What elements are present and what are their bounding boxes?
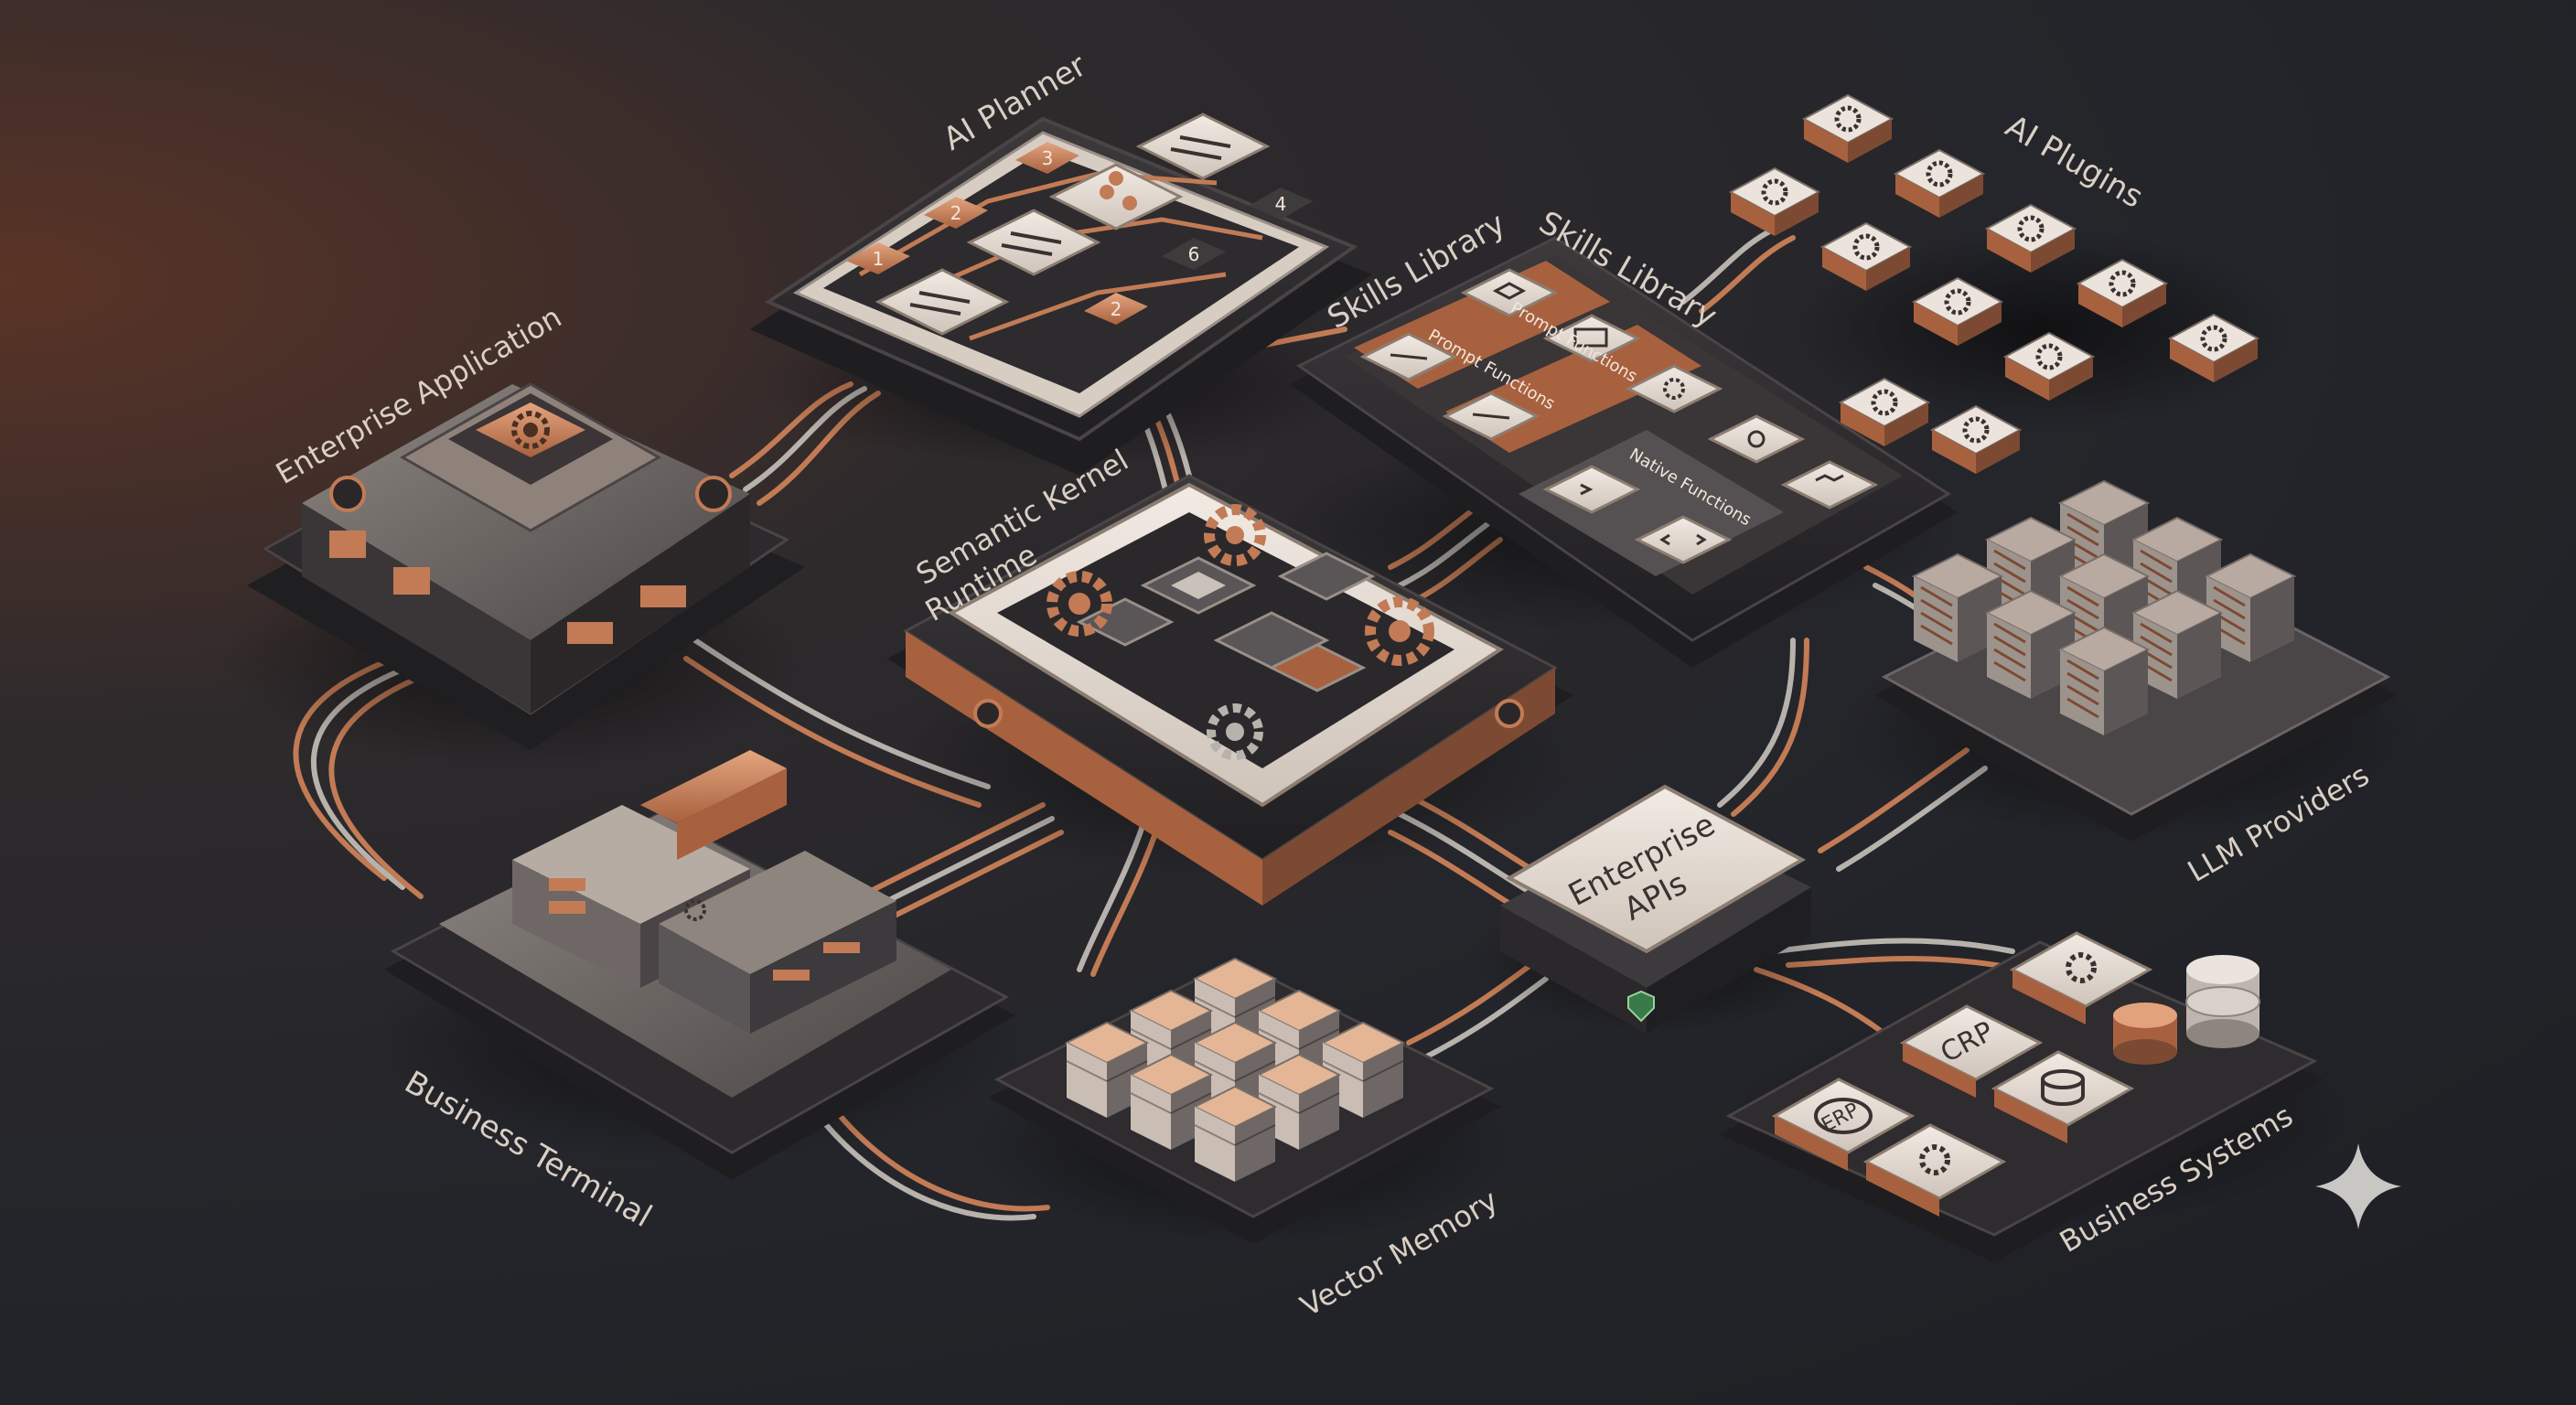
- server-cube: [2060, 627, 2148, 735]
- plugin-tile: [1731, 168, 1819, 236]
- plugin-tile: [1895, 150, 1983, 218]
- step-label: 6: [1188, 243, 1200, 265]
- database-icon: [2113, 1003, 2177, 1065]
- ai-planner-module: 1 2 3 2 4 6: [750, 114, 1372, 476]
- step-label: 3: [1042, 147, 1054, 169]
- ai-plugins-label: AI Plugins: [2000, 108, 2150, 216]
- enterprise-apis-module: Enterprise APIs: [1473, 787, 1839, 1034]
- step-label: 2: [1111, 298, 1122, 320]
- memory-block: [1195, 1087, 1275, 1182]
- database-icon: [2186, 955, 2259, 1048]
- vector-memory-module: [970, 959, 1519, 1244]
- step-label: 4: [1275, 193, 1287, 215]
- step-label: 1: [873, 248, 885, 270]
- step-label: 2: [950, 202, 962, 224]
- plugin-tile: [1804, 95, 1892, 163]
